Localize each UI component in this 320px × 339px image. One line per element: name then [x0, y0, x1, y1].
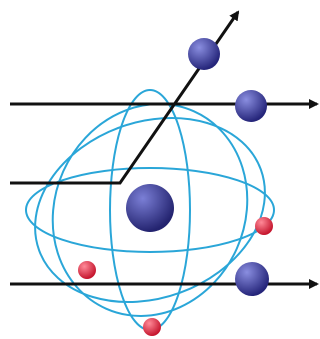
electron-icon [78, 261, 96, 279]
particles-group [78, 38, 273, 336]
blue-particle-icon [188, 38, 220, 70]
blue-particle-icon [235, 262, 269, 296]
nucleus-icon [126, 184, 174, 232]
electron-icon [255, 217, 273, 235]
blue-particle-icon [235, 90, 267, 122]
electron-icon [143, 318, 161, 336]
arrow-deflected [10, 12, 238, 183]
